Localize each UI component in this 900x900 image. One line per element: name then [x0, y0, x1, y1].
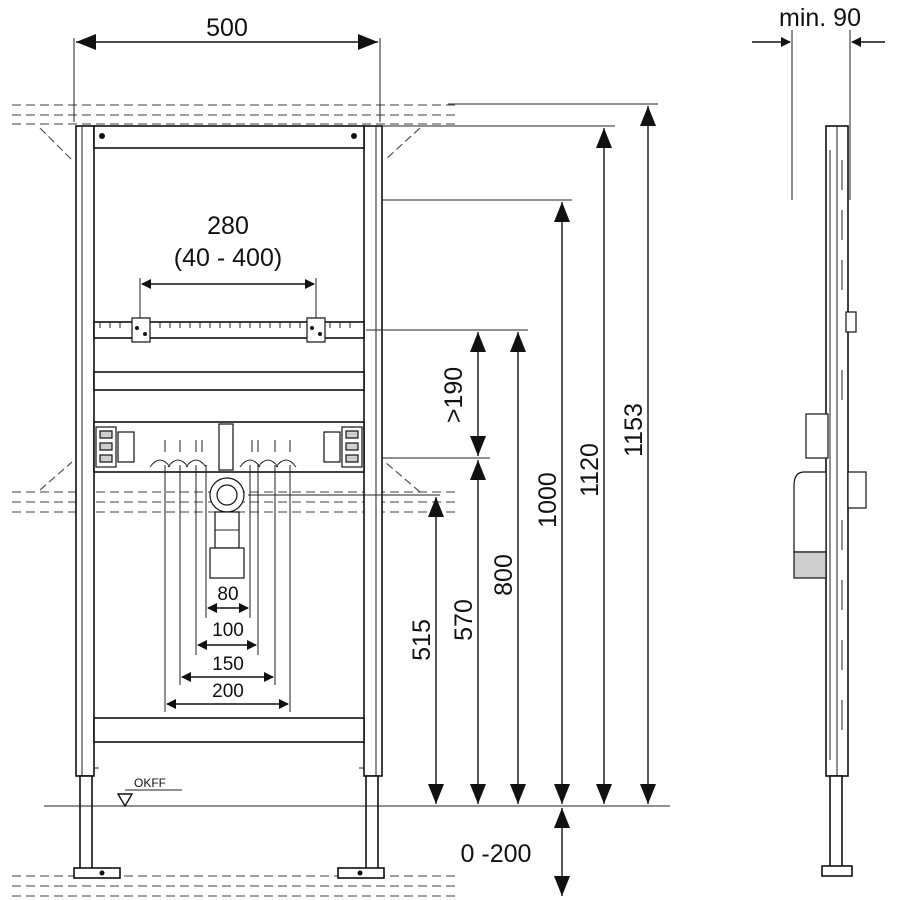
- label-h-1153: 1153: [620, 403, 648, 457]
- label-width-500: 500: [206, 14, 248, 42]
- label-w-100: 100: [212, 620, 244, 641]
- label-h-1120: 1120: [576, 443, 604, 497]
- front-frame: [73, 125, 385, 879]
- label-h-515: 515: [408, 619, 436, 661]
- label-w-200: 200: [212, 681, 244, 702]
- drain-pipe: [209, 477, 245, 579]
- label-spacing-range: (40 - 400): [174, 244, 282, 272]
- label-gt-190: >190: [440, 367, 468, 423]
- front-dimensions: [44, 34, 670, 896]
- side-view: [752, 30, 885, 877]
- label-w-150: 150: [212, 654, 244, 675]
- label-spacing-280: 280: [207, 212, 249, 240]
- dimension-labels: 500 280 (40 - 400) min. 90 >190 1153 112…: [134, 4, 861, 868]
- label-h-570: 570: [450, 599, 478, 641]
- label-foot-range: 0 -200: [461, 840, 532, 868]
- label-h-1000: 1000: [534, 472, 562, 528]
- label-w-80: 80: [217, 584, 238, 605]
- label-okff: OKFF: [134, 776, 166, 790]
- label-min-depth: min. 90: [779, 4, 861, 32]
- label-h-800: 800: [490, 554, 518, 596]
